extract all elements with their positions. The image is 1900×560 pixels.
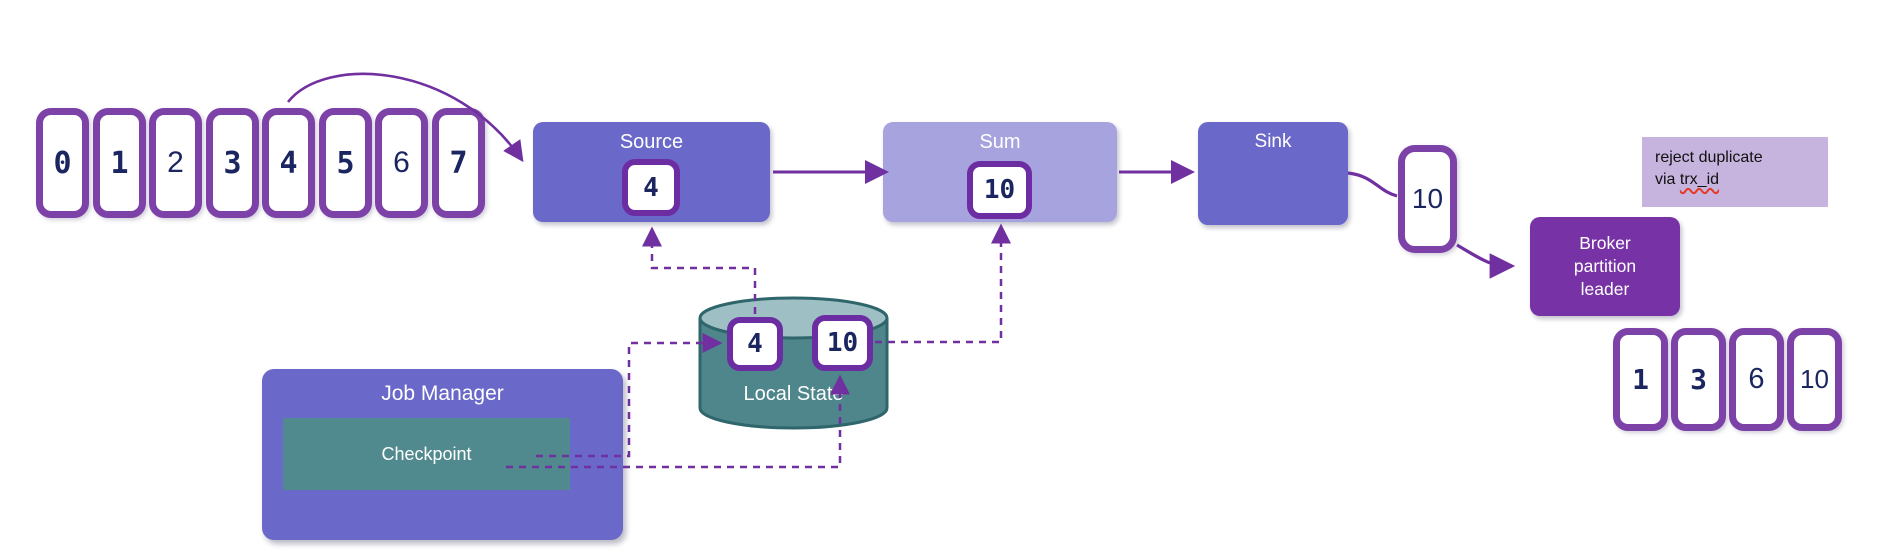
source-state-value: 4 bbox=[643, 172, 659, 203]
card-value: 3 bbox=[1690, 363, 1707, 396]
sink-operator-box: Sink bbox=[1198, 122, 1348, 225]
broker-line: leader bbox=[1580, 279, 1630, 300]
checkpoint-box: Checkpoint bbox=[283, 418, 570, 490]
local-state-badge-sum: 10 bbox=[812, 315, 873, 371]
sum-state-badge: 10 bbox=[967, 161, 1032, 219]
input-card: 4 bbox=[262, 108, 315, 218]
card-value: 6 bbox=[393, 146, 410, 179]
input-card: 1 bbox=[93, 108, 146, 218]
source-label: Source bbox=[619, 131, 684, 153]
sum-label: Sum bbox=[979, 131, 1021, 153]
emitted-record-card: 10 bbox=[1398, 145, 1457, 253]
card-value: 1 bbox=[110, 145, 129, 181]
local-state-value: 4 bbox=[747, 329, 763, 359]
note-via-text: via bbox=[1655, 171, 1680, 189]
sink-label: Sink bbox=[1254, 131, 1292, 152]
broker-line: partition bbox=[1573, 255, 1637, 276]
local-state-badge-source: 4 bbox=[727, 317, 783, 371]
note-trx-id-term: trx_id bbox=[1679, 171, 1720, 189]
note-line-2: via trx_id bbox=[1655, 169, 1828, 191]
card-value: 10 bbox=[1800, 364, 1829, 394]
source-state-badge: 4 bbox=[622, 159, 680, 216]
output-card: 10 bbox=[1787, 328, 1842, 431]
local-state-value: 10 bbox=[826, 328, 859, 358]
input-card: 5 bbox=[319, 108, 372, 218]
card-value: 2 bbox=[167, 146, 184, 179]
job-manager-label: Job Manager bbox=[381, 382, 504, 405]
emitted-record-value: 10 bbox=[1411, 183, 1444, 214]
output-card: 3 bbox=[1671, 328, 1726, 431]
input-card: 2 bbox=[149, 108, 202, 218]
sum-state-value: 10 bbox=[983, 175, 1016, 205]
card-value: 5 bbox=[336, 145, 355, 181]
card-value: 0 bbox=[53, 145, 72, 181]
card-value: 4 bbox=[279, 145, 298, 181]
card-value: 7 bbox=[449, 145, 468, 181]
card-value: 3 bbox=[223, 145, 242, 181]
output-card: 1 bbox=[1613, 328, 1668, 431]
card-value: 1 bbox=[1632, 363, 1649, 396]
broker-line: Broker bbox=[1579, 232, 1631, 253]
local-state-label: Local State bbox=[743, 383, 844, 405]
card-value: 6 bbox=[1748, 363, 1765, 395]
broker-partition-leader-box: Broker partition leader bbox=[1530, 217, 1680, 316]
reject-duplicate-note: reject duplicate via trx_id bbox=[1642, 137, 1828, 207]
output-card: 6 bbox=[1729, 328, 1784, 431]
note-line-1: reject duplicate bbox=[1655, 149, 1763, 166]
checkpoint-label: Checkpoint bbox=[381, 443, 472, 464]
input-card: 0 bbox=[36, 108, 89, 218]
input-card: 6 bbox=[375, 108, 428, 218]
input-card: 3 bbox=[206, 108, 259, 218]
input-card: 7 bbox=[432, 108, 485, 218]
